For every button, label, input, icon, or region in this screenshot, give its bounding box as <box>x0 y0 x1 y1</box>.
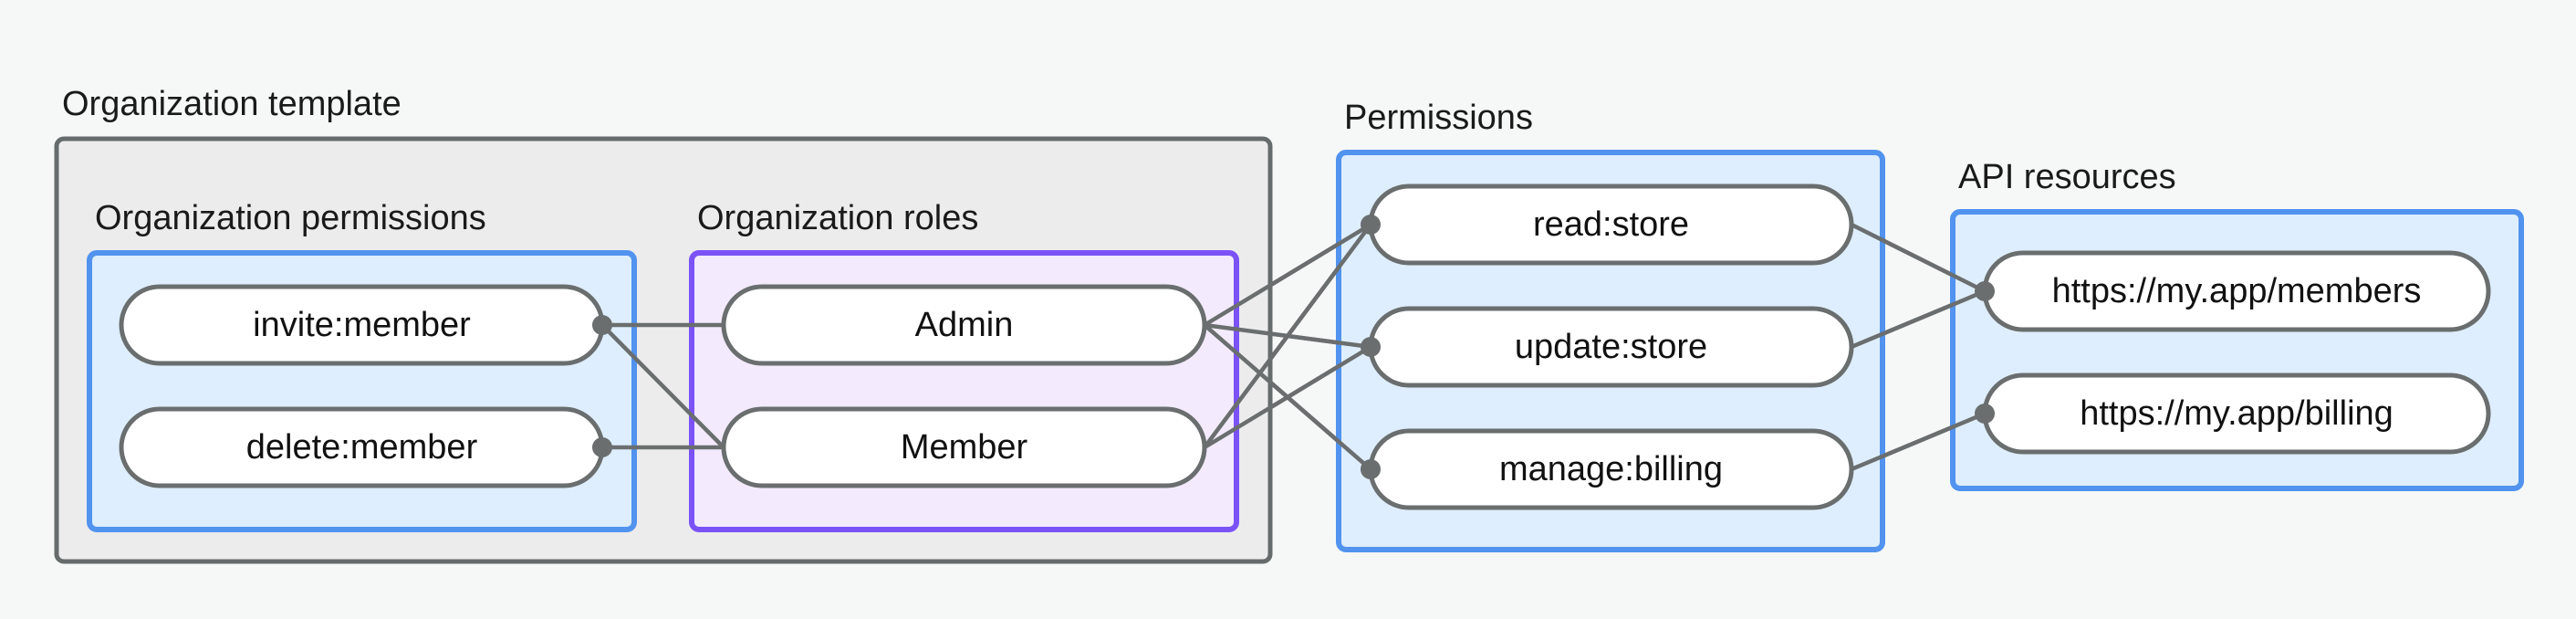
node-delete-member[interactable]: delete:member <box>119 406 605 488</box>
port-dot-delete-member-right <box>592 437 612 457</box>
edge-overlay-member-to-read-store <box>1203 223 1372 449</box>
node-label-read-store: read:store <box>1533 205 1689 244</box>
node-admin[interactable]: Admin <box>721 284 1207 366</box>
node-label-admin: Admin <box>915 306 1014 344</box>
edge-overlay-update-store-to-api-members <box>1851 289 1986 350</box>
node-invite-member[interactable]: invite:member <box>119 284 605 366</box>
node-update-store[interactable]: update:store <box>1368 306 1854 388</box>
node-shape-admin <box>721 284 1207 366</box>
port-dot-manage-billing-left <box>1361 459 1381 479</box>
edge-overlay-invite-member-to-member <box>600 323 725 449</box>
node-shape-member <box>721 406 1207 488</box>
node-label-api-billing: https://my.app/billing <box>2080 394 2393 433</box>
port-dot-read-store-left <box>1361 215 1381 235</box>
node-label-delete-member: delete:member <box>246 428 478 467</box>
edge-overlay-read-store-to-api-members <box>1850 222 1987 294</box>
group-label-permissions: Permissions <box>1344 99 1533 137</box>
port-dot-invite-member-right <box>592 315 612 335</box>
node-label-api-members: https://my.app/members <box>2052 272 2422 310</box>
node-api-billing[interactable]: https://my.app/billing <box>1982 372 2491 455</box>
port-dot-update-store-left <box>1361 337 1381 357</box>
edge-overlay-member-to-update-store <box>1203 345 1372 449</box>
group-label-api-resources: API resources <box>1958 158 2176 196</box>
edge-overlay-manage-billing-to-api-billing <box>1851 411 1986 472</box>
group-label-organization-permissions: Organization permissions <box>95 199 486 237</box>
node-label-manage-billing: manage:billing <box>1499 450 1723 488</box>
node-label-invite-member: invite:member <box>253 306 471 344</box>
port-dot-api-members-left <box>1975 281 1995 301</box>
group-label-organization-roles: Organization roles <box>697 199 978 237</box>
node-api-members[interactable]: https://my.app/members <box>1982 250 2491 332</box>
ports-layer <box>592 215 1995 479</box>
node-manage-billing[interactable]: manage:billing <box>1368 428 1854 510</box>
node-label-member: Member <box>901 428 1028 467</box>
node-read-store[interactable]: read:store <box>1368 184 1854 266</box>
edge-overlay-admin-to-read-store <box>1203 223 1372 327</box>
node-member[interactable]: Member <box>721 406 1207 488</box>
port-dot-api-billing-left <box>1975 404 1995 424</box>
group-label-organization-template: Organization template <box>62 85 402 123</box>
edges-over-layer <box>600 222 1987 472</box>
node-label-update-store: update:store <box>1515 328 1707 366</box>
